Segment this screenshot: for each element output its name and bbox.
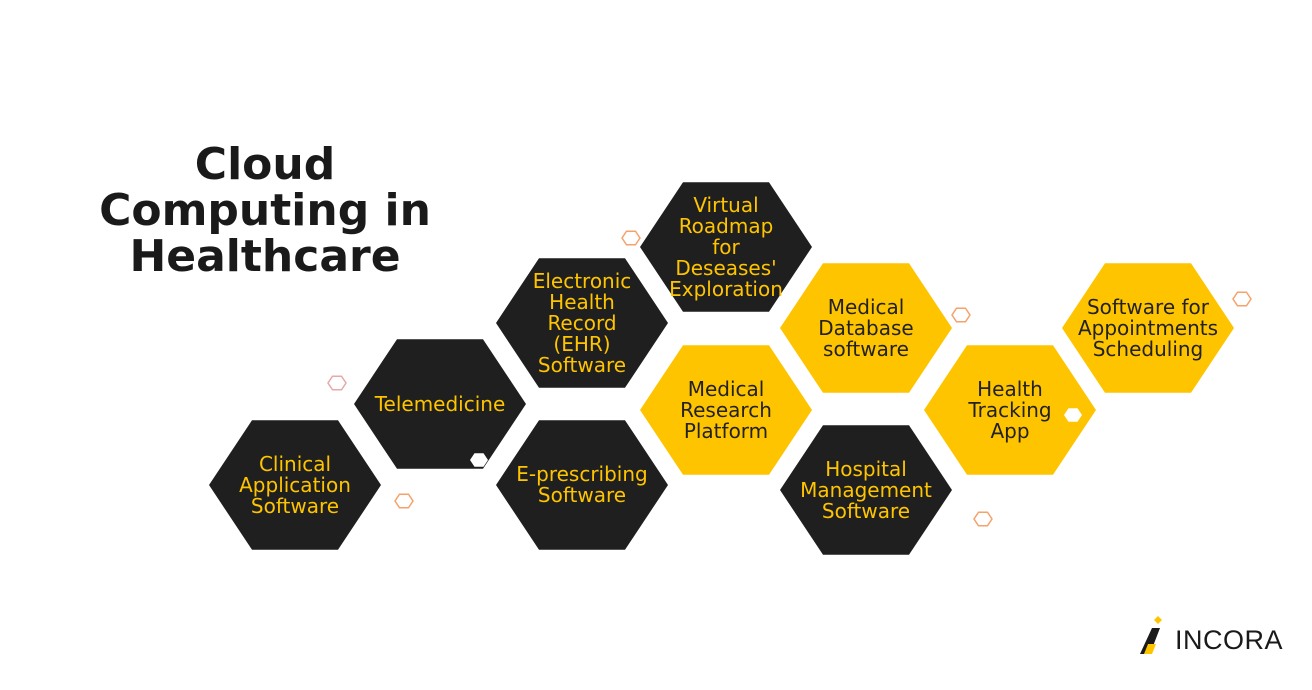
- hexagon-clinical: [209, 420, 381, 550]
- hexagon-research: [640, 345, 812, 475]
- hexagon-telemedicine: [354, 339, 526, 469]
- hexagon-tracking: [924, 345, 1096, 475]
- small-hexagon-icon: [1232, 291, 1252, 307]
- small-hexagon-icon: [621, 230, 641, 246]
- hexagon-hospital: [780, 425, 952, 555]
- page-title: Cloud Computing in Healthcare: [90, 142, 440, 280]
- small-hexagon-icon: [394, 493, 414, 509]
- decorative-small-hexagons: [327, 230, 1252, 527]
- logo-mark-icon: [1140, 628, 1160, 654]
- title-line-2: Computing in: [99, 185, 431, 236]
- small-hexagon-icon: [1064, 408, 1082, 422]
- small-hexagon-icon: [327, 375, 347, 391]
- hexagon-database: [780, 263, 952, 393]
- small-hexagon-icon: [470, 453, 488, 467]
- hexagon-eprescribing: [496, 420, 668, 550]
- hexagon-roadmap: [640, 182, 812, 312]
- small-hexagon-icon: [973, 511, 993, 527]
- logo-text: INCORA: [1175, 625, 1284, 655]
- hexagon-appointments: [1062, 263, 1234, 393]
- incora-logo: [1140, 616, 1162, 654]
- title-line-3: Healthcare: [129, 231, 401, 282]
- hexagon-ehr: [496, 258, 668, 388]
- logo-diamond-icon: [1154, 616, 1162, 624]
- small-hexagon-icon: [951, 307, 971, 323]
- title-line-1: Cloud: [194, 139, 336, 190]
